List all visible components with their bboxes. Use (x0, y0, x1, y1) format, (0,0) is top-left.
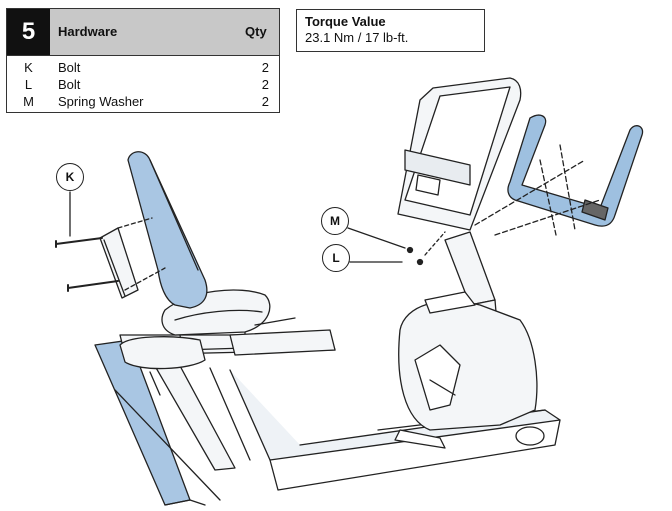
seat-handle (119, 336, 206, 396)
hardware-qty: 2 (261, 94, 269, 109)
hardware-qty: 2 (261, 77, 269, 92)
hardware-row: L Bolt 2 (7, 77, 279, 93)
torque-value-box: Torque Value 23.1 Nm / 17 lb-ft. (296, 9, 485, 52)
handlebar (474, 114, 644, 236)
callout-l: L (322, 244, 350, 272)
hardware-qty: 2 (261, 60, 269, 75)
seat-back-bracket (99, 217, 166, 299)
qty-column-header: Qty (245, 24, 267, 39)
hardware-code: M (23, 94, 34, 109)
hardware-row: K Bolt 2 (7, 60, 279, 76)
bolts-l-m (347, 227, 446, 266)
torque-title: Torque Value (305, 14, 386, 29)
callout-k: K (56, 163, 84, 191)
callout-m: M (321, 207, 349, 235)
seat-back (127, 151, 208, 309)
torque-value: 23.1 Nm / 17 lb-ft. (305, 30, 409, 45)
hardware-name: Bolt (58, 60, 81, 75)
hardware-column-header: Hardware (58, 24, 118, 39)
hardware-code: L (24, 77, 33, 92)
hardware-code: K (24, 60, 33, 75)
right-handle (229, 317, 336, 356)
step-number-badge: 5 (7, 9, 50, 55)
flywheel-housing (394, 291, 538, 449)
hardware-name: Spring Washer (58, 94, 144, 109)
console-display (397, 77, 522, 231)
bolts-k (55, 191, 119, 292)
hardware-table: 5 Hardware Qty K Bolt 2 L Bolt 2 M Sprin… (6, 8, 280, 113)
hardware-row: M Spring Washer 2 (7, 94, 279, 110)
hardware-table-header: 5 Hardware Qty (7, 9, 279, 56)
hardware-name: Bolt (58, 77, 81, 92)
